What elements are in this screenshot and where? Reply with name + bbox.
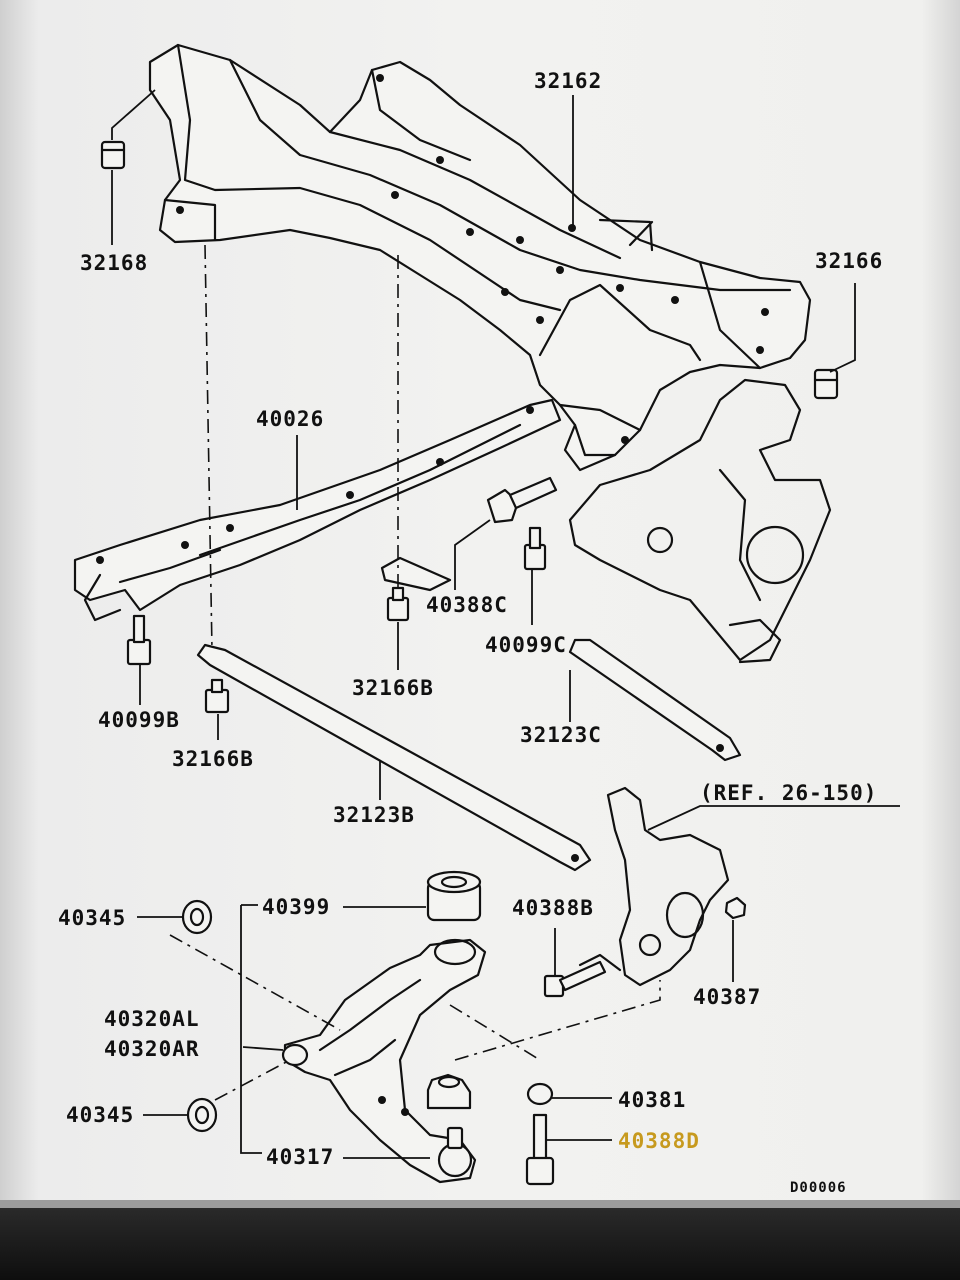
nut-32168 <box>100 140 126 170</box>
bushing-40381 <box>426 1073 472 1110</box>
bracket-40388c <box>380 556 452 592</box>
label-32168: 32168 <box>80 251 148 275</box>
label-40387: 40387 <box>693 985 761 1009</box>
label-32166: 32166 <box>815 249 883 273</box>
bar-32123c <box>568 638 742 762</box>
washer-40345-bottom <box>186 1097 218 1133</box>
leader-lines <box>111 89 900 1159</box>
crossmember-32162 <box>148 43 812 472</box>
lower-control-arm-40317 <box>281 938 487 1184</box>
label-40099c: 40099C <box>485 633 567 657</box>
bolt-40388d <box>525 1113 555 1186</box>
label-ref-26-150: (REF. 26-150) <box>700 781 877 805</box>
label-32123c: 32123C <box>520 723 602 747</box>
bolt-40388c <box>486 476 558 524</box>
nut-32166 <box>813 368 839 400</box>
diagram-code: D00006 <box>790 1180 847 1196</box>
label-40388b: 40388B <box>512 896 594 920</box>
bolt-32166b-mid <box>386 586 410 622</box>
label-40026: 40026 <box>256 407 324 431</box>
label-40099b: 40099B <box>98 708 180 732</box>
label-40388c: 40388C <box>426 593 508 617</box>
label-32166b-mid: 32166B <box>352 676 434 700</box>
label-32162: 32162 <box>534 69 602 93</box>
label-40399: 40399 <box>262 895 330 919</box>
crossmember-lower-40026 <box>73 398 562 622</box>
steering-knuckle-upper <box>568 378 832 664</box>
steering-knuckle-lower <box>578 786 730 987</box>
label-32166b-left: 32166B <box>172 747 254 771</box>
washer-40345-top <box>181 899 213 935</box>
label-40320al: 40320AL <box>104 1007 200 1031</box>
monitor-bezel <box>0 1208 960 1280</box>
label-40345-bottom: 40345 <box>66 1103 134 1127</box>
label-40320ar: 40320AR <box>104 1037 200 1061</box>
nut-40387 <box>724 896 747 920</box>
label-40317: 40317 <box>266 1145 334 1169</box>
label-40388d: 40388D <box>618 1129 700 1153</box>
bushing-40399 <box>426 870 482 922</box>
label-40345-top: 40345 <box>58 906 126 930</box>
bolt-40099b <box>126 614 152 666</box>
label-32123b: 32123B <box>333 803 415 827</box>
bar-32123b <box>196 643 592 872</box>
monitor-edge <box>0 1200 960 1208</box>
bolt-32166b-left <box>204 678 230 714</box>
bolt-40099c <box>523 526 547 571</box>
label-40381: 40381 <box>618 1088 686 1112</box>
washer-40381 <box>526 1082 554 1106</box>
bolt-40388b <box>543 960 607 998</box>
